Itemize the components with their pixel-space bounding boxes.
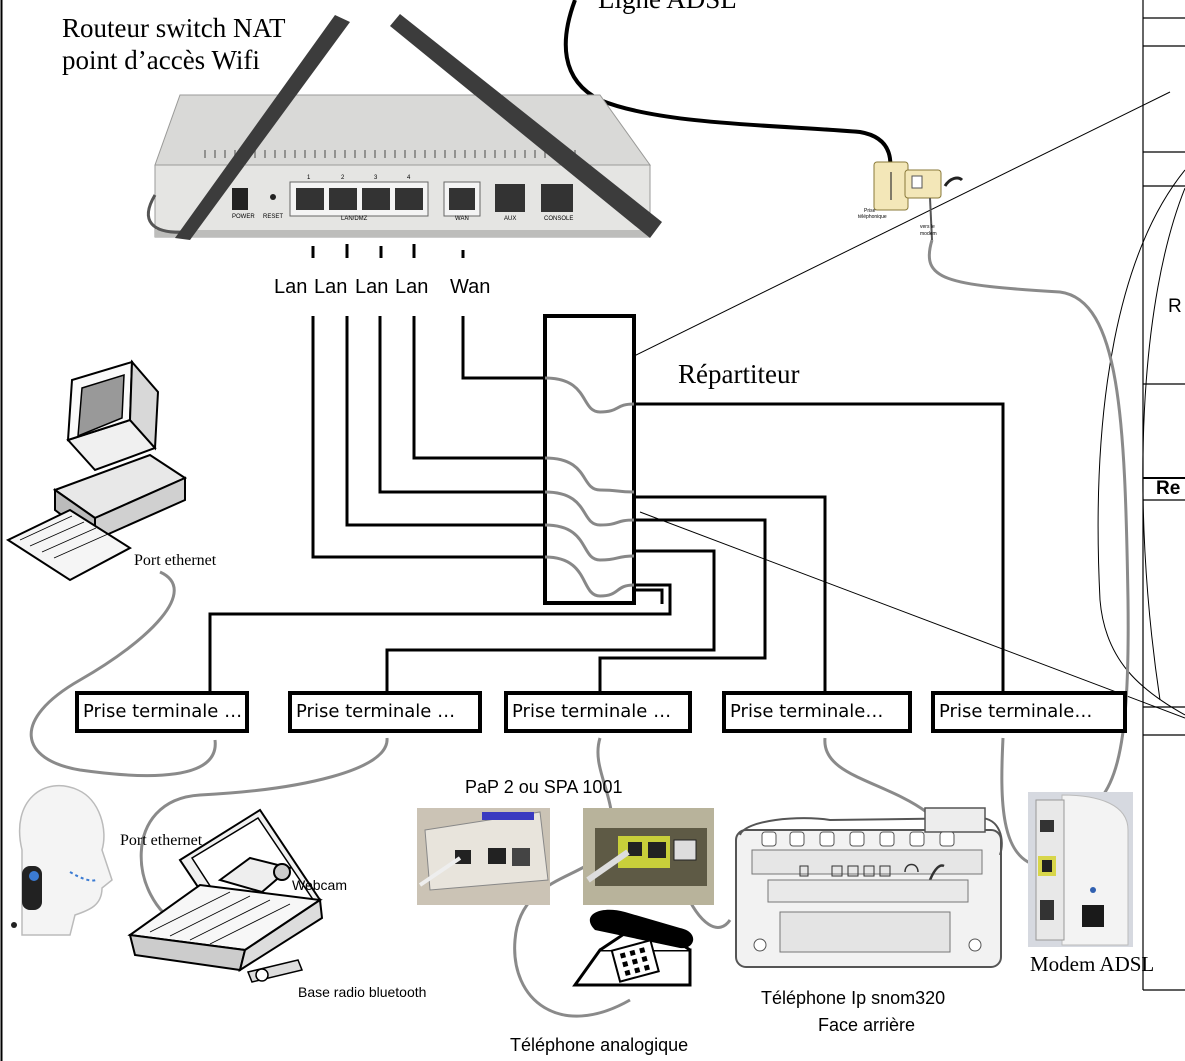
prise-terminale-5: Prise terminale… <box>931 691 1127 733</box>
repartiteur-label: Répartiteur <box>678 358 799 390</box>
snom-label-line1: Téléphone Ip snom320 <box>761 988 945 1009</box>
prise-terminale-4: Prise terminale… <box>722 691 912 733</box>
bluetooth-label: Base radio bluetooth <box>298 984 426 1000</box>
port-label-lan-1: Lan <box>274 276 307 299</box>
aux-port <box>495 184 525 212</box>
router-label-lan-dmz: LAN/DMZ <box>341 216 367 222</box>
router-title-line1: Routeur switch NAT <box>62 12 285 44</box>
port-label-lan-4: Lan <box>395 276 428 299</box>
desktop-computer-illustration <box>8 362 185 580</box>
router-label-power: POWER <box>232 214 255 220</box>
router-label-reset: RESET <box>263 214 283 220</box>
router-port-ticks <box>313 244 463 258</box>
router-to-repartiteur-wires <box>313 316 545 557</box>
port-label-wan: Wan <box>450 276 490 299</box>
vers-modem-label-1: vers le <box>920 224 935 230</box>
analog-phone-label: Téléphone analogique <box>510 1035 688 1056</box>
snom-label-line2: Face arrière <box>818 1015 915 1036</box>
lan-number-2: 2 <box>341 175 344 181</box>
lan-number-3: 3 <box>374 175 377 181</box>
snom-phone-illustration <box>736 808 1002 967</box>
router-label-wan: WAN <box>455 216 469 222</box>
webcam-label: Webcam <box>292 877 347 893</box>
table-fragment-r: R <box>1168 296 1182 318</box>
pap2-label: PaP 2 ou SPA 1001 <box>465 777 622 798</box>
lan-number-1: 1 <box>307 175 310 181</box>
router-label-aux: AUX <box>504 216 516 222</box>
pap2-photos <box>417 808 714 905</box>
port-label-lan-3: Lan <box>355 276 388 299</box>
power-jack <box>232 188 248 210</box>
prise-terminale-1: Prise terminale … <box>75 691 249 733</box>
modem-adsl-illustration <box>1028 792 1133 947</box>
port-label-lan-2: Lan <box>314 276 347 299</box>
phone-icon <box>945 178 962 186</box>
port-ethernet-pc-label: Port ethernet <box>134 552 216 570</box>
table-fragment-re: Re <box>1156 478 1180 500</box>
analog-phone-illustration <box>575 910 693 985</box>
router-label-console: CONSOLE <box>544 216 573 222</box>
prise-terminale-2: Prise terminale … <box>288 691 482 733</box>
splitter-label-2: téléphonique <box>858 214 887 220</box>
lan-number-4: 4 <box>407 175 410 181</box>
headset-person-illustration <box>11 786 112 935</box>
adsl-line-label: Ligne ADSL <box>598 0 737 15</box>
console-port <box>541 184 573 212</box>
prise-terminale-3: Prise terminale … <box>504 691 692 733</box>
port-ethernet-laptop-label: Port ethernet <box>120 832 202 850</box>
bluetooth-key <box>248 960 302 982</box>
vers-modem-label-2: modem <box>920 231 937 237</box>
router-title-line2: point d’accès Wifi <box>62 44 260 76</box>
reset-button <box>270 194 276 200</box>
modem-label: Modem ADSL <box>1030 952 1154 977</box>
